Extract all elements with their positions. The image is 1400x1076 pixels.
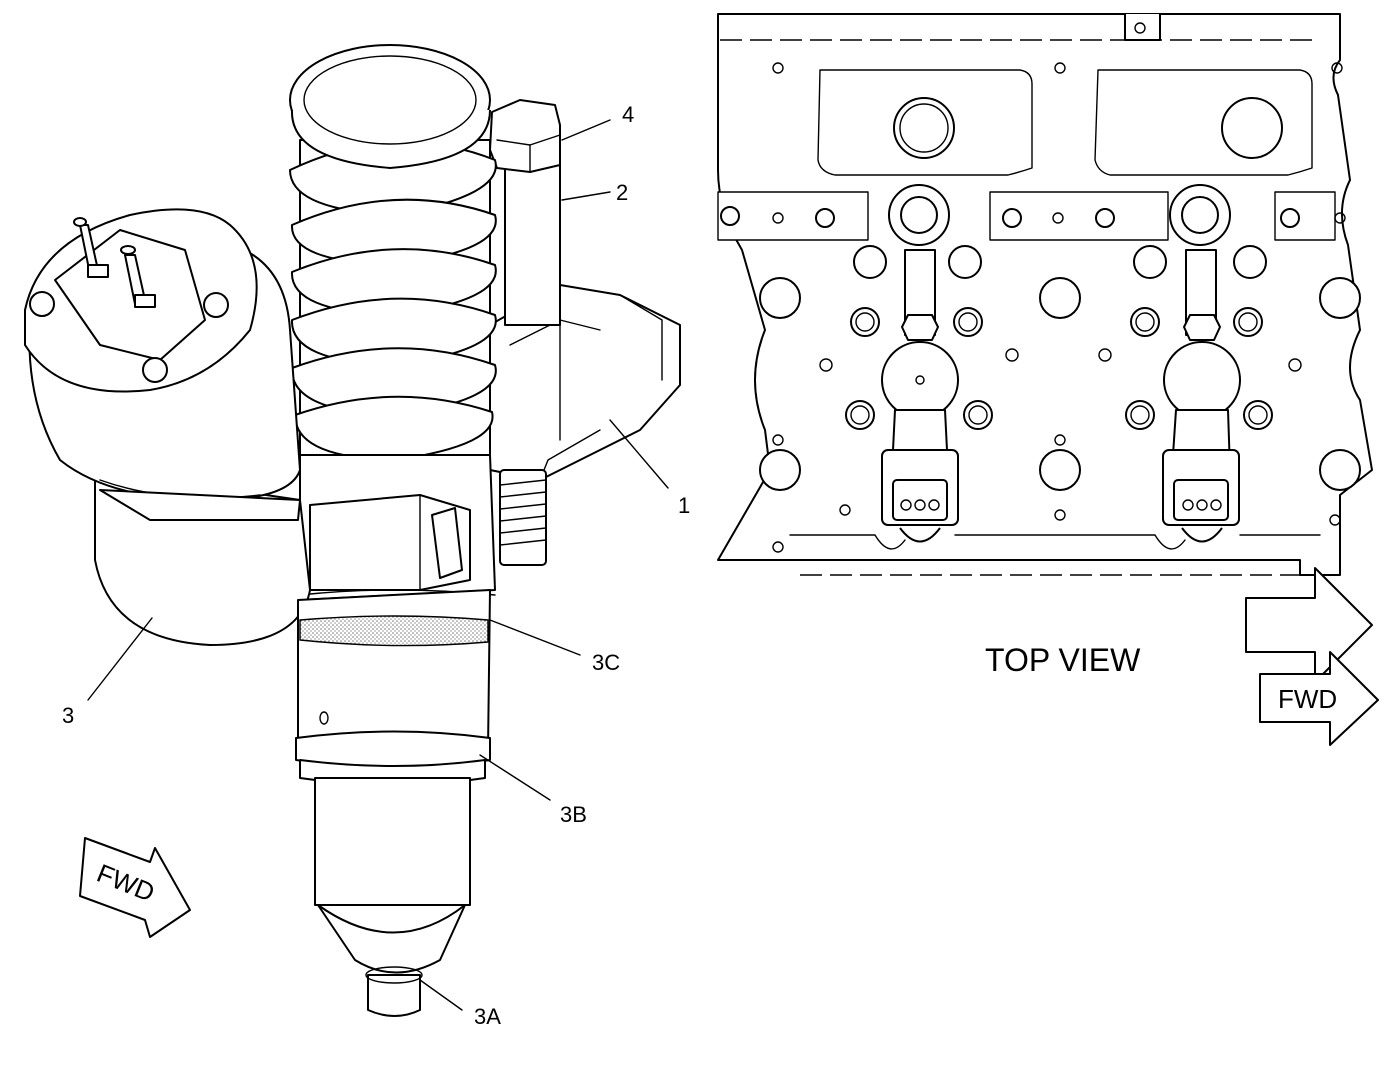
fwd-label-right: FWD	[1278, 684, 1337, 714]
callout-4: 4	[622, 102, 634, 127]
injector-body	[299, 454, 496, 601]
top-view-title: TOP VIEW	[985, 642, 1141, 678]
fwd-arrow-icon: FWD	[1245, 567, 1379, 746]
unit-injector-drawing: FWD	[24, 44, 681, 1017]
callout-3a: 3A	[474, 1004, 501, 1029]
injector-position-2	[1162, 184, 1241, 543]
callout-3: 3	[62, 703, 74, 728]
bolt-part-2	[489, 99, 561, 326]
callout-leaders	[87, 119, 669, 1011]
fwd-arrow-icon: FWD	[79, 837, 191, 938]
stud-threads	[499, 469, 547, 566]
callout-3c: 3C	[592, 650, 620, 675]
callout-2: 2	[616, 180, 628, 205]
injector-position-1	[881, 184, 959, 543]
cylinder-head-top-view	[717, 13, 1373, 576]
callout-1: 1	[678, 493, 690, 518]
solenoid-part-3	[24, 208, 311, 646]
callout-3b: 3B	[560, 802, 587, 827]
injector-spring	[289, 44, 497, 521]
injector-nozzle	[295, 589, 491, 1017]
